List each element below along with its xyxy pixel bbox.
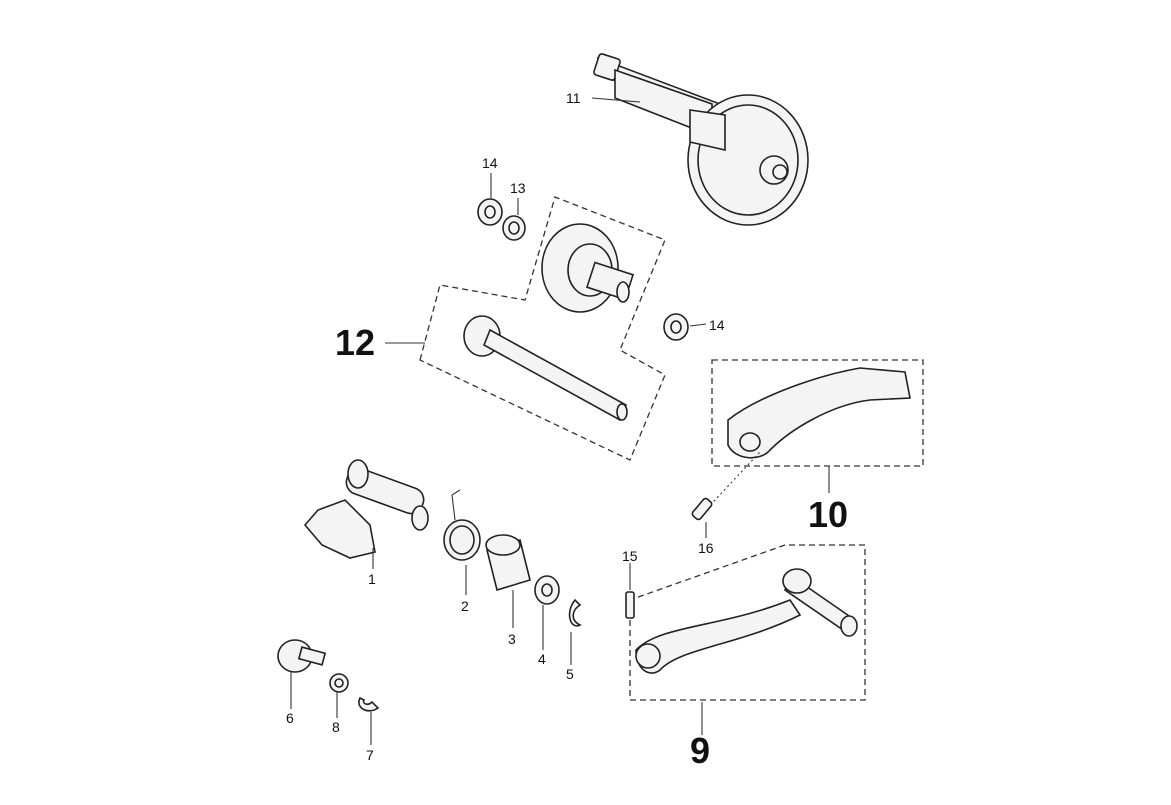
callout-9: 9: [690, 730, 711, 771]
assembly-12-outline: [419, 196, 666, 461]
callout-16: 16: [698, 540, 714, 556]
callout-12: 12: [335, 322, 376, 363]
callout-5: 5: [566, 666, 574, 682]
kick-starter-arm: [635, 568, 858, 674]
bushing: [485, 534, 531, 592]
callout-6: 6: [286, 710, 294, 726]
callout-10: 10: [808, 494, 849, 535]
clip-7: [358, 696, 380, 712]
bolt-15: [625, 591, 635, 619]
kick-lever: [727, 367, 911, 459]
callout-8: 8: [332, 719, 340, 735]
circlip-5: [568, 598, 582, 627]
callout-14-upper: 14: [482, 155, 498, 171]
callout-3: 3: [508, 631, 516, 647]
bolt-16: [691, 497, 713, 521]
pinion-6: [277, 639, 327, 673]
main-shaft-gear: [593, 53, 809, 226]
kick-spindle: [303, 459, 429, 559]
callout-13: 13: [510, 180, 526, 196]
leader-lines: [290, 97, 830, 745]
callout-1: 1: [368, 571, 376, 587]
return-spring: [443, 489, 481, 561]
callout-2: 2: [461, 598, 469, 614]
assembly-9-outline: [629, 544, 866, 701]
callout-15: 15: [622, 548, 638, 564]
countershaft-assembly: [463, 223, 635, 422]
callout-4: 4: [538, 651, 546, 667]
callout-11: 11: [566, 90, 581, 106]
assembly-10-outline: [711, 359, 924, 467]
callout-7: 7: [366, 747, 374, 763]
callout-14-right: 14: [709, 317, 725, 333]
